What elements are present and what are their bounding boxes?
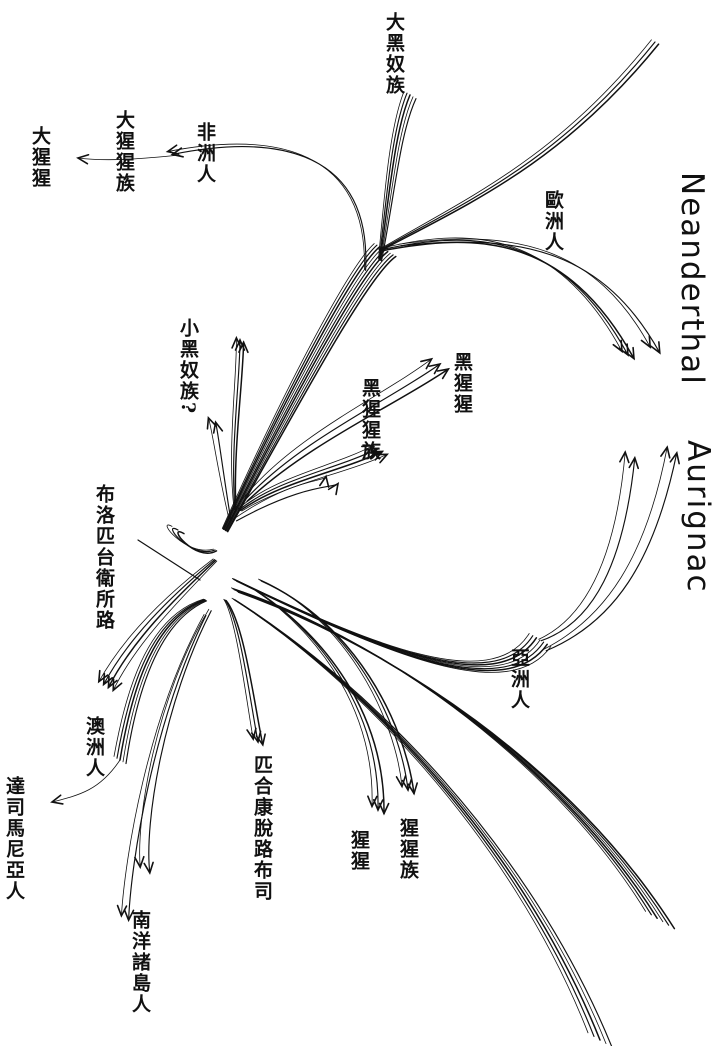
asian-branch-strand-5 — [237, 581, 547, 670]
lower-right-strands-strand-0 — [231, 588, 645, 912]
pygmy-bushman-branch-strand-1 — [225, 600, 258, 742]
label-black-ape: 黑猩猩 — [452, 352, 471, 415]
label-large-black-slave: 大黑奴族 — [384, 12, 403, 96]
label-asian: 亞洲人 — [509, 648, 528, 711]
pygmy-bushman-branch-strand-2 — [226, 601, 263, 745]
asian-branch-strand-1 — [233, 579, 533, 663]
label-australian: 澳洲人 — [84, 716, 103, 779]
european-branch-b-strand-0 — [399, 239, 650, 347]
label-bushman-hottentot: 布洛匹台衛所路 — [94, 484, 113, 631]
trunk-upper-strand-1 — [223, 245, 377, 529]
asian-branch-strand-4 — [236, 581, 544, 669]
south-sea-branch-b-strand-1 — [129, 616, 206, 921]
aurignac-branch-strand-0 — [539, 452, 625, 639]
lower-right-strands-strand-5 — [239, 592, 675, 928]
lower-right-strands-strand-1 — [233, 589, 652, 915]
label-aurignac: Aurignac — [682, 440, 713, 594]
south-sea-branch-b-strand-0 — [121, 614, 204, 915]
neanderthal-trunk-strand-1 — [380, 42, 655, 250]
label-orang-race: 猩猩族 — [398, 818, 417, 881]
european-branch-strand-2 — [382, 242, 635, 358]
orang-race-branch-strand-1 — [260, 580, 408, 790]
asian-branch-strand-0 — [232, 578, 529, 661]
small-black-slave-branch-b-arrowhead-1 — [214, 422, 223, 433]
european-branch-b-arrowhead-1 — [651, 342, 660, 353]
lower-right-strands-b-strand-4 — [238, 602, 612, 1046]
label-south-sea-islander: 南洋諸島人 — [130, 910, 149, 1015]
australian-branch-strand-0 — [114, 599, 204, 756]
label-black-ape-race: 黑猩猩族 — [360, 378, 379, 462]
small-black-slave-branch-b-strand-0 — [208, 418, 229, 520]
lower-right-strands-b-strand-3 — [237, 601, 607, 1044]
label-neanderthal: Neanderthal — [676, 172, 707, 386]
label-orang: 猩猩 — [349, 830, 368, 872]
label-small-black-slave: 小黑奴族? — [178, 318, 197, 415]
label-pygmy-bushman: 匹合康脫路布司 — [252, 755, 271, 902]
asian-branch-strand-2 — [234, 579, 536, 664]
aurignac-branch-strand-1 — [541, 458, 635, 641]
asian-branch-strand-3 — [235, 580, 540, 667]
small-black-slave-branch-b-strand-1 — [216, 422, 231, 520]
lower-right-strands-strand-4 — [237, 591, 668, 925]
lower-right-strands-strand-3 — [236, 590, 663, 921]
label-large-ape-race: 大猩猩族 — [114, 110, 133, 194]
label-african: 非洲人 — [195, 122, 214, 185]
black-ape-branch-arrowhead-2 — [438, 369, 449, 378]
hottentot-pointer-line — [138, 540, 200, 580]
black-ape-branch-arrowhead-1 — [429, 364, 440, 374]
lower-right-strands-b-strand-0 — [232, 598, 588, 1033]
european-branch-b-arrowhead-0 — [641, 336, 650, 347]
aurignac-branch-b-strand-0 — [544, 447, 667, 649]
small-black-slave-branch-strand-1 — [234, 340, 240, 510]
australian-branch-strand-2 — [120, 600, 205, 760]
neanderthal-trunk-strand-0 — [379, 40, 651, 250]
large-black-slave-branch-strand-4 — [382, 99, 417, 261]
label-tasmanian: 達司馬尼亞人 — [4, 776, 23, 902]
lower-right-strands-strand-2 — [234, 590, 657, 919]
orang-race-branch-strand-0 — [259, 579, 403, 786]
black-ape-branch-arrowhead-0 — [421, 359, 432, 369]
european-branch-arrowhead-2 — [625, 348, 634, 359]
label-european: 歐洲人 — [543, 190, 562, 253]
neanderthal-trunk-strand-2 — [381, 44, 659, 250]
label-large-ape: 大猩猩 — [30, 126, 49, 189]
black-ape-branch-strand-0 — [243, 359, 432, 499]
